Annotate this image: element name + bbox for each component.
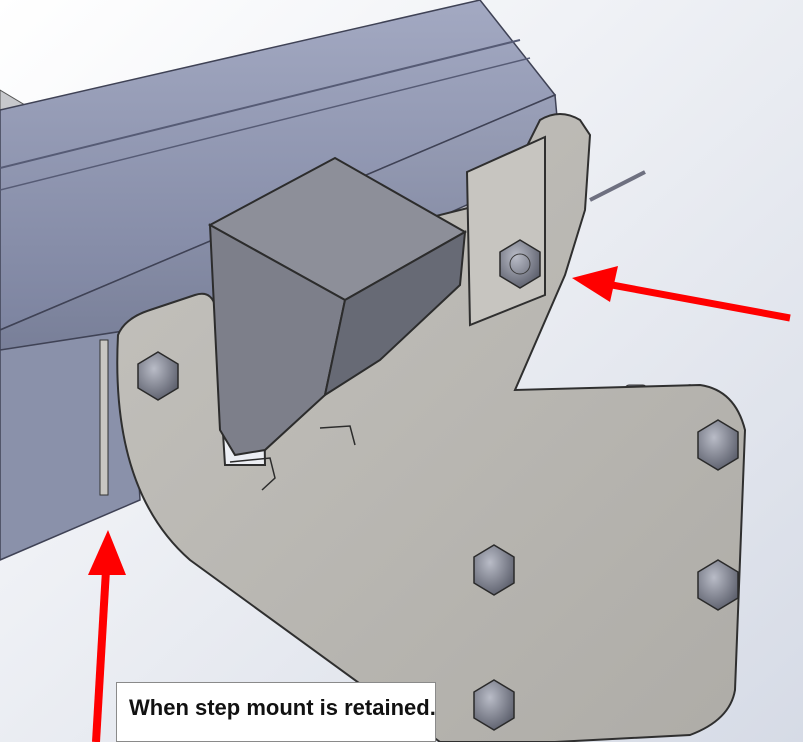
arrow-right-pointing-left-icon [572,266,791,322]
caption-box: When step mount is retained. [116,682,436,742]
bolt [137,351,179,401]
spacer-strip [99,339,109,496]
rod [589,170,646,202]
notch-tab [229,457,276,491]
bolt [499,239,541,289]
bolt [473,544,515,596]
bolt [473,679,515,731]
bolt [697,559,739,611]
arrow-pointing-up-icon [88,530,126,742]
bolt [697,419,739,471]
wedge-side [323,230,467,398]
caption-text: When step mount is retained. [129,695,436,720]
